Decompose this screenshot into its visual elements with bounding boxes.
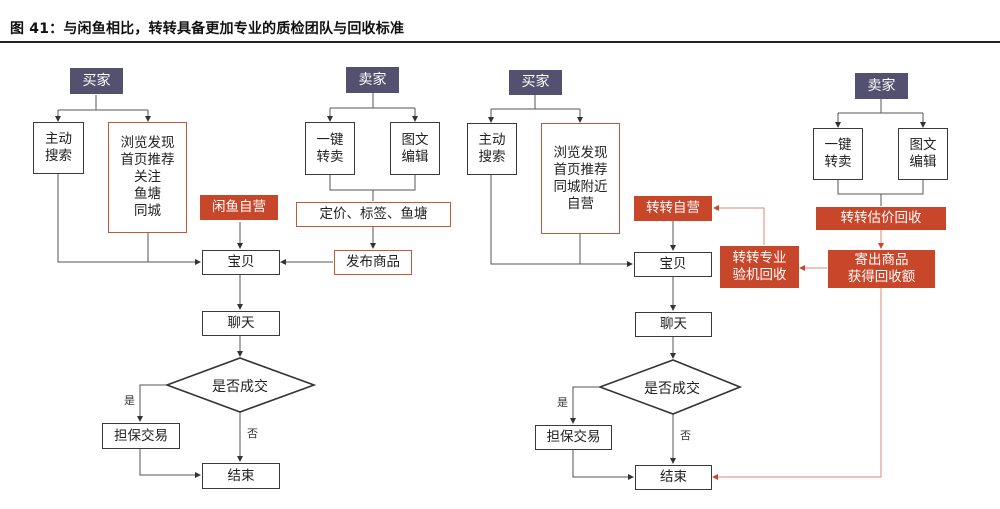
xianyu-buyer-node: 买家	[70, 68, 123, 94]
title-divider	[0, 41, 1000, 43]
decision-diamond	[597, 359, 743, 415]
xianyu-chat-node: 聊天	[202, 311, 280, 336]
xianyu-decision-label: 是否成交	[212, 379, 268, 395]
zhuanzhuan-end-node: 结束	[635, 465, 712, 490]
xianyu-edges	[55, 93, 418, 478]
xianyu-browse-node: 浏览发现 首页推荐 关注 鱼塘 同城	[108, 122, 187, 233]
zhuanzhuan-escrow-node: 担保交易	[535, 425, 612, 450]
xianyu-escrow-node: 担保交易	[102, 423, 180, 449]
zhuanzhuan-search-node: 主动 搜索	[467, 123, 517, 175]
edge-buyer-split	[491, 95, 580, 110]
xianyu-pricing-node: 定价、标签、鱼塘	[296, 202, 451, 227]
edge-ship-to-end	[712, 288, 882, 480]
zhuanzhuan-item-node: 宝贝	[634, 252, 712, 277]
zhuanzhuan-accent-edges	[712, 205, 884, 480]
edge-escrow-to-end	[572, 450, 634, 480]
edge-escrow-to-end	[139, 449, 201, 478]
xianyu-no-label: 否	[247, 427, 258, 440]
zhuanzhuan-edges	[488, 95, 926, 480]
edge-seller-split	[838, 99, 923, 114]
xianyu-item-node: 宝贝	[202, 250, 280, 275]
xianyu-search-node: 主动 搜索	[33, 122, 84, 174]
zhuanzhuan-edit-node: 图文 编辑	[898, 128, 948, 180]
edge-seller-split	[330, 93, 415, 109]
zhuanzhuan-browse-node: 浏览发现 首页推荐 同城附近 自营	[541, 123, 620, 234]
zhuanzhuan-selfrun-node: 转转自营	[634, 196, 712, 221]
xianyu-publish-node: 发布商品	[334, 250, 412, 275]
xianyu-seller-node: 卖家	[346, 67, 399, 93]
edge-buyer-split	[58, 95, 148, 111]
xianyu-oneclick-node: 一键 转卖	[305, 122, 355, 175]
zhuanzhuan-inspect-node: 转转专业 验机回收	[720, 246, 799, 288]
figure-title: 图 41：与闲鱼相比，转转具备更加专业的质检团队与回收标准	[10, 21, 405, 37]
edge-decision-yes	[137, 384, 167, 422]
edge-inspect-to-selfrun	[713, 205, 765, 245]
zhuanzhuan-buyer-node: 买家	[509, 70, 562, 95]
xianyu-yes-label: 是	[124, 394, 135, 407]
decision-diamond	[164, 357, 317, 413]
xianyu-end-node: 结束	[202, 463, 280, 489]
edge-seller-merge	[837, 180, 924, 206]
zhuanzhuan-ship-node: 寄出商品 获得回收额	[828, 250, 935, 288]
zhuanzhuan-valuation-node: 转转估价回收	[816, 207, 946, 230]
zhuanzhuan-seller-node: 卖家	[855, 73, 908, 99]
xianyu-edit-node: 图文 编辑	[390, 122, 440, 175]
edge-decision-yes	[570, 386, 600, 424]
edge-search-to-item	[490, 175, 633, 267]
zhuanzhuan-chat-node: 聊天	[635, 312, 712, 337]
xianyu-selfrun-node: 闲鱼自营	[200, 195, 278, 220]
zhuanzhuan-no-label: 否	[680, 429, 691, 442]
edge-seller-merge	[329, 175, 416, 201]
edge-search-to-item	[57, 174, 201, 265]
zhuanzhuan-decision-label: 是否成交	[644, 381, 700, 397]
zhuanzhuan-yes-label: 是	[557, 396, 568, 409]
zhuanzhuan-oneclick-node: 一键 转卖	[813, 128, 863, 180]
